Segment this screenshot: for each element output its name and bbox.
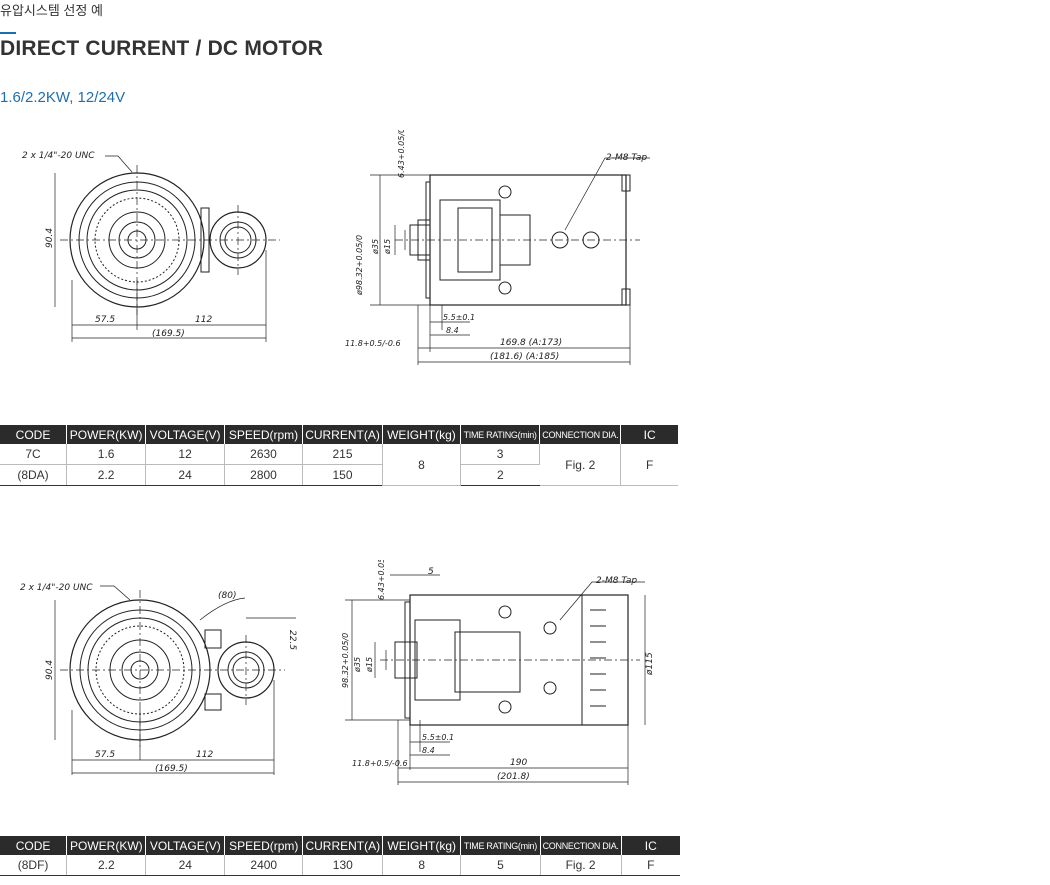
cell-code: (8DF) [0,855,68,876]
cell-connection: Fig. 2 [540,855,622,876]
motor-drawing-2: 2 x 1/4"-20 UNC (80) 22.5 90.4 57.5 112 … [20,560,655,785]
d118-label-2: 11.8+0.5/-0.6 [352,759,408,768]
d84-label-1: 8.4 [446,326,459,335]
col-connection: CONNECTION DIA. [540,836,622,855]
cell-time: 5 [460,855,541,876]
cell-time: 2 [460,464,540,486]
spec-table-2-header: CODE POWER(KW) VOLTAGE(V) SPEED(rpm) CUR… [0,836,680,855]
cell-code: 7C [0,444,67,465]
tap-label-1: 2-M8 Tap [606,153,647,163]
cell-ic: F [621,855,680,876]
col-speed: SPEED(rpm) [224,425,304,444]
cell-speed: 2800 [224,464,304,486]
cell-current: 215 [302,444,383,465]
d35-label-2: ø35 [353,657,362,673]
title-accent-line [0,32,16,34]
col-voltage: VOLTAGE(V) [145,425,225,444]
cell-weight: 8 [382,855,462,876]
breadcrumb: 유압시스템 선정 예 [0,3,103,18]
spec-table-1: CODE POWER(KW) VOLTAGE(V) SPEED(rpm) CUR… [0,425,678,486]
spec-subtitle: 1.6/2.2KW, 12/24V [0,89,126,106]
col-code: CODE [0,425,67,444]
col-code: CODE [0,836,68,855]
col-weight: WEIGHT(kg) [382,836,462,855]
len-label-2: 190 [510,758,527,768]
col-speed: SPEED(rpm) [224,836,304,855]
col-weight: WEIGHT(kg) [382,425,461,444]
angle-label-2: (80) [218,591,236,601]
cell-speed: 2400 [224,855,304,876]
table-row: 7C 1.6 12 2630 215 8 3 Fig. 2 F [0,444,678,486]
cell-voltage: 12 [145,444,225,465]
len-label-1: 169.8 (A:173) [500,338,562,348]
col-current: CURRENT(A) [302,836,384,855]
table-row: (8DF) 2.2 24 2400 130 8 5 Fig. 2 F [0,855,680,876]
thread-label-2: 2 x 1/4"-20 UNC [20,583,93,593]
cell-current: 150 [302,464,383,486]
d84-label-2: 8.4 [422,746,435,755]
dim-b-label-2: 112 [196,750,213,760]
height-label-1: 90.4 [45,228,55,248]
side-view-1 [370,157,650,365]
dim-b-label-1: 112 [195,315,212,325]
col-time-rating: TIME RATING(min) [460,836,541,855]
dim-total-label-2: (169.5) [155,764,188,774]
d55-label-1: 5.5±0.1 [443,313,475,322]
col-ic: IC [620,425,678,444]
shaft-label-1: ø98.32+0.05/0 [355,235,364,296]
col-current: CURRENT(A) [302,425,383,444]
cell-voltage: 24 [145,855,226,876]
cell-time: 3 [460,444,541,465]
offset-label-2: 22.5 [287,630,297,650]
d15-label-2: ø15 [365,657,374,673]
top-dim-label-2: 5 [428,567,434,577]
col-time-rating: TIME RATING(min) [460,425,541,444]
spec-table-2: CODE POWER(KW) VOLTAGE(V) SPEED(rpm) CUR… [0,836,680,876]
cell-ic: F [620,444,678,486]
d55-label-2: 5.5±0.1 [422,733,454,742]
cell-weight: 8 [382,444,461,486]
flange-label-1: 6.43+0.05/0 [397,130,406,178]
motor-drawing-1: 2 x 1/4"-20 UNC 90.4 57.5 112 (169.5) 6.… [22,130,650,365]
cell-connection: Fig. 2 [539,444,622,486]
front-view-2 [54,585,296,775]
dia-label-2: ø115 [645,652,655,676]
shaft-label-2: 98.32+0.05/0 [341,633,350,688]
spec-table-1-header: CODE POWER(KW) VOLTAGE(V) SPEED(rpm) CUR… [0,425,678,444]
tap-label-2: 2-M8 Tap [596,576,637,586]
col-connection: CONNECTION DIA. [539,425,622,444]
col-power: POWER(KW) [66,836,147,855]
cell-power: 1.6 [66,444,147,465]
d35-label-1: ø35 [371,239,380,255]
dim-a-label-2: 57.5 [95,750,115,760]
dim-a-label-1: 57.5 [95,315,115,325]
len-total-label-2: (201.8) [497,772,530,782]
cell-current: 130 [302,855,384,876]
dim-total-label-1: (169.5) [152,329,185,339]
thread-label-1: 2 x 1/4"-20 UNC [22,151,95,161]
cell-voltage: 24 [145,464,225,486]
cell-power: 2.2 [66,464,147,486]
cell-power: 2.2 [66,855,147,876]
table-row: (8DA) 2.2 24 2800 150 2 [0,464,678,486]
d15-label-1: ø15 [383,239,392,255]
height-label-2: 90.4 [45,660,55,680]
cell-speed: 2630 [224,444,304,465]
d118-label-1: 11.8+0.5/-0.6 [345,339,401,348]
len-total-label-1: (181.6) (A:185) [490,352,559,362]
flange-label-2: 6.43+0.05/0 [377,560,386,600]
cell-code: (8DA) [0,464,67,486]
side-view-2 [345,574,646,785]
col-voltage: VOLTAGE(V) [145,836,226,855]
page-title: DIRECT CURRENT / DC MOTOR [0,37,324,60]
front-view-1 [54,155,280,342]
col-power: POWER(KW) [66,425,147,444]
col-ic: IC [621,836,680,855]
